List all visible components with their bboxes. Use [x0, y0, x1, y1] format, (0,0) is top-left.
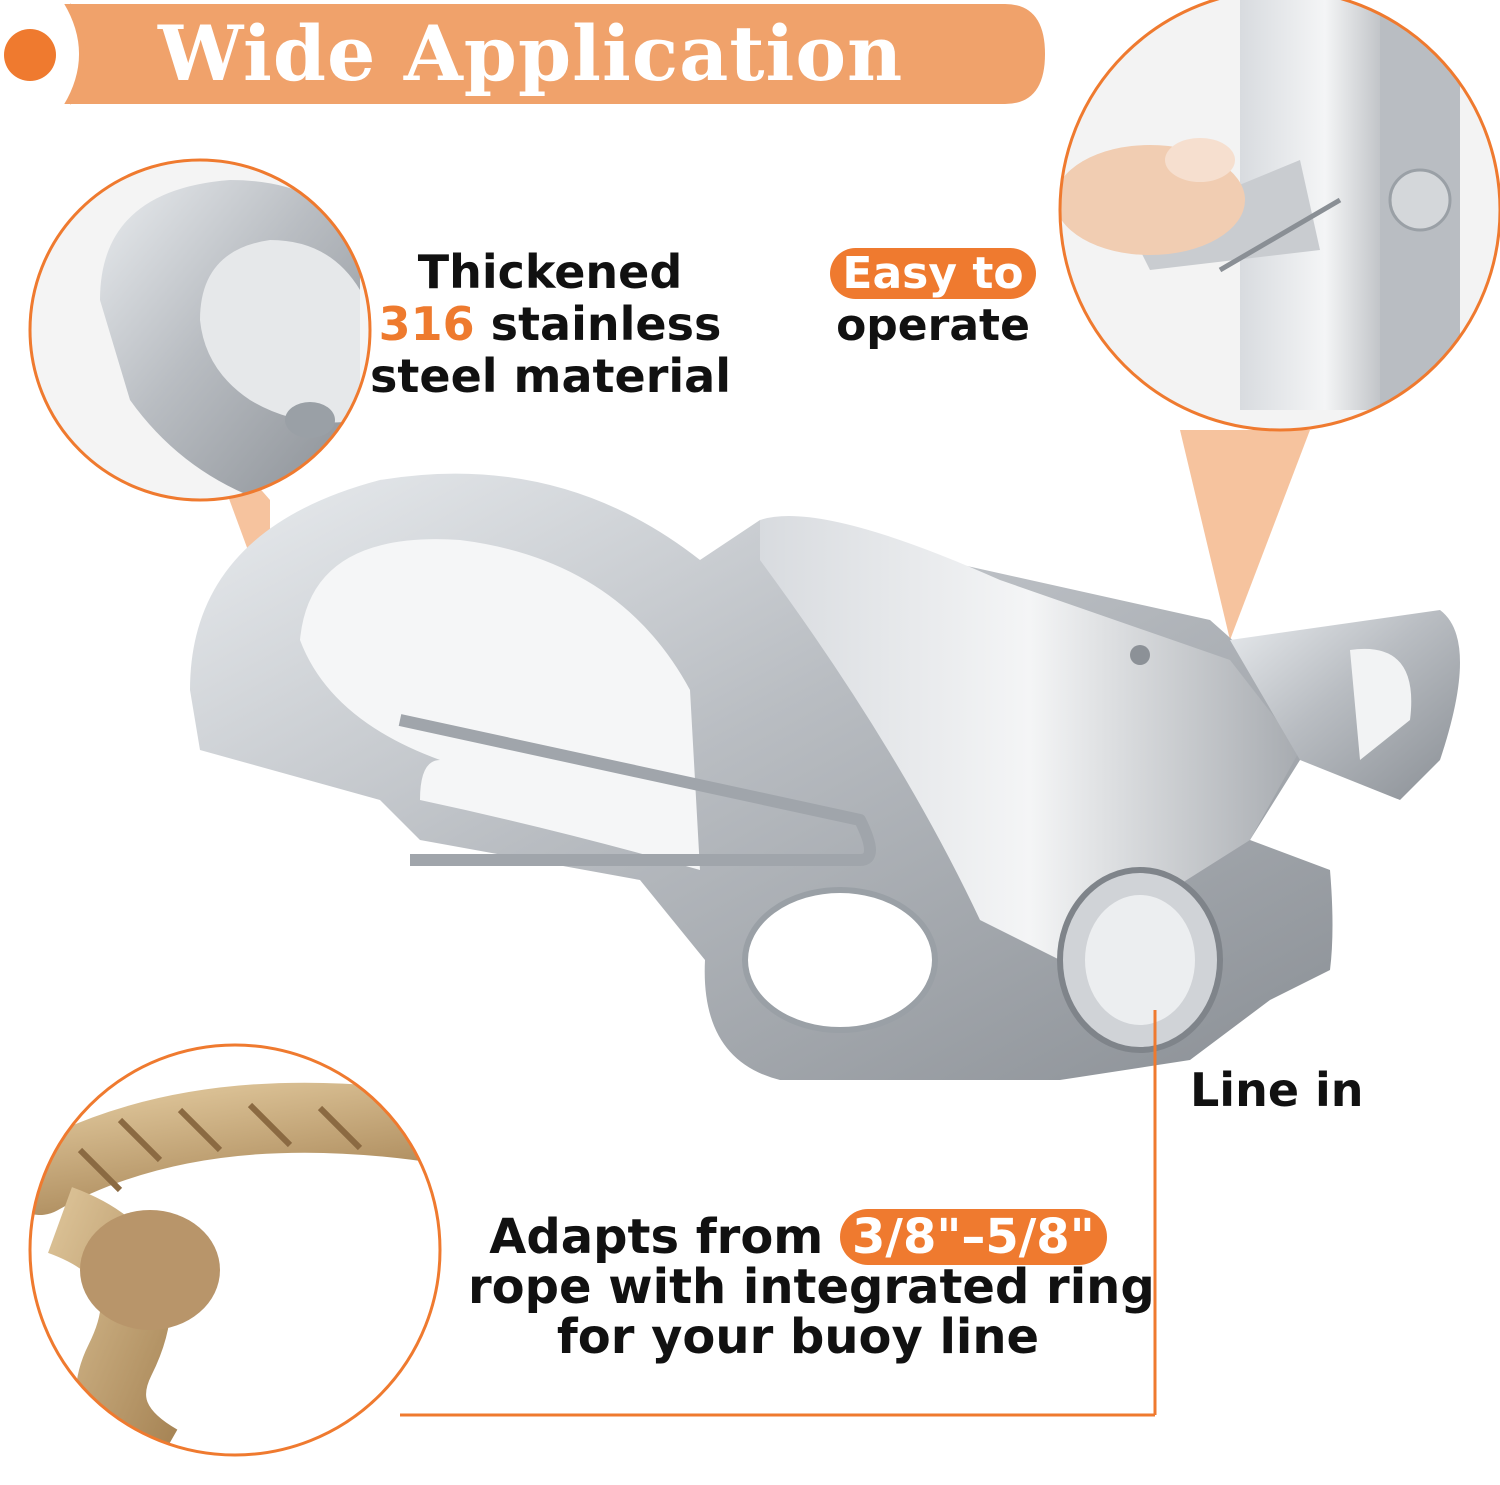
material-line2: 316 stainless [370, 298, 730, 350]
operate-badge: Easy to [830, 248, 1036, 299]
rope-detail-circle [28, 1043, 442, 1457]
rope-line2: rope with integrated ring [468, 1259, 1155, 1315]
connector-line [400, 1010, 1157, 1417]
header-banner-text: Wide Application [0, 0, 1500, 120]
rope-size-badge: 3/8"–5/8" [840, 1209, 1107, 1265]
material-grade-highlight: 316 [378, 297, 475, 351]
rope-feature-text: Adapts from 3/8"–5/8" rope with integrat… [468, 1209, 1155, 1365]
operate-feature-text: Easy to operate [818, 248, 1048, 352]
rope-prefix: Adapts from [489, 1209, 841, 1265]
operate-detail-circle [1058, 0, 1500, 640]
header-banner [0, 2, 1045, 106]
material-feature-text: Thickened 316 stainless steel material [370, 245, 731, 403]
banner-dot-icon [4, 29, 56, 81]
material-line1: Thickened [417, 245, 683, 299]
operate-line1: Easy to [818, 248, 1048, 300]
material-line3: steel material [370, 349, 731, 403]
line-in-label: Line in [1190, 1063, 1364, 1117]
thickness-detail-circle [28, 158, 372, 610]
rope-line3: for your buoy line [556, 1309, 1040, 1365]
snap-shackle-image [190, 473, 1460, 1081]
operate-line2: operate [836, 300, 1030, 351]
material-line2-rest: stainless [474, 297, 722, 351]
rope-line1: Adapts from 3/8"–5/8" [468, 1209, 1128, 1265]
page-title: Wide Application [158, 9, 904, 98]
